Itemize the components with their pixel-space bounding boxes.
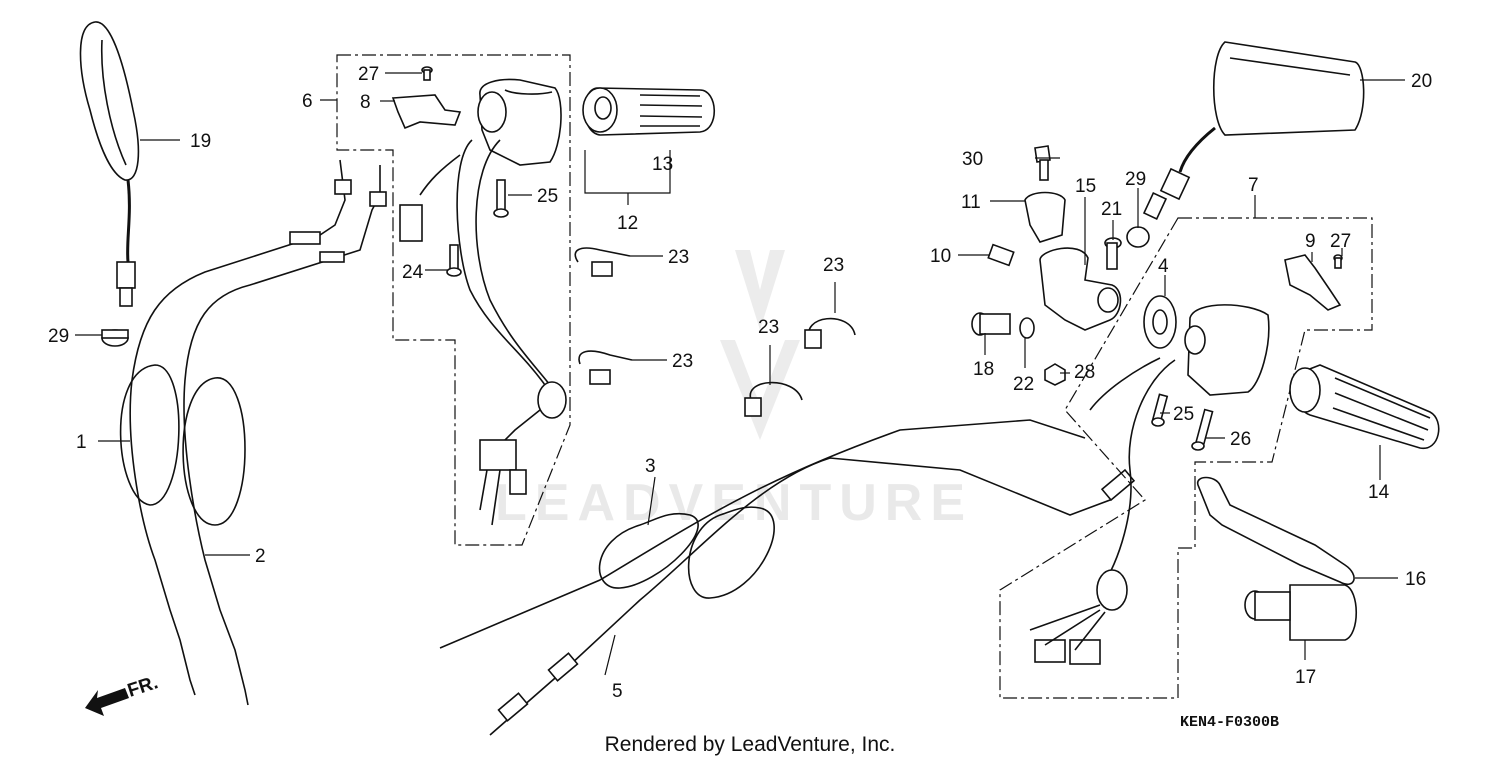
callout-12: 12 (617, 213, 638, 234)
choke-cable-3[interactable] (439, 419, 1086, 649)
diagram-code: KEN4-F0300B (1180, 714, 1280, 731)
footer-credit: Rendered by LeadVenture, Inc. (604, 733, 896, 756)
callout-27-right: 27 (1330, 231, 1351, 252)
screw-26[interactable] (1191, 408, 1214, 451)
callout-25-right: 25 (1173, 404, 1194, 425)
callout-15: 15 (1075, 176, 1096, 197)
callout-11: 11 (961, 192, 981, 213)
callout-28: 28 (1074, 362, 1095, 383)
clutch-switch-10[interactable] (987, 243, 1015, 267)
screw-27-left[interactable] (421, 66, 433, 81)
bracket-9[interactable] (1284, 254, 1342, 311)
throttle-cable-2[interactable] (182, 165, 387, 706)
adjuster-18[interactable] (971, 312, 1011, 336)
callout-5: 5 (612, 681, 623, 702)
screw-25-right[interactable] (1151, 393, 1169, 427)
callout-2: 2 (255, 546, 266, 567)
throttle-cable-1[interactable] (119, 159, 352, 696)
front-direction-label: FR. (125, 672, 161, 701)
callout-18: 18 (973, 359, 994, 380)
callout-8: 8 (360, 92, 371, 113)
right-nut[interactable] (1126, 226, 1150, 248)
left-mirror[interactable] (79, 21, 140, 307)
callout-21: 21 (1101, 199, 1122, 220)
callout-30: 30 (962, 149, 983, 170)
front-direction-arrow: FR. (85, 672, 161, 716)
bracket-8[interactable] (391, 94, 462, 130)
callout-14: 14 (1368, 482, 1390, 503)
callout-1: 1 (76, 432, 87, 453)
callout-22: 22 (1013, 374, 1034, 395)
cable-clamp-23d[interactable] (744, 381, 803, 417)
callout-29-right: 29 (1125, 169, 1146, 190)
leader-lines (75, 72, 1405, 676)
callout-4: 4 (1158, 256, 1169, 277)
left-nut[interactable] (101, 329, 129, 347)
right-handlebar-switch[interactable] (1029, 304, 1270, 665)
cable-clamp-23a[interactable] (574, 247, 631, 277)
lever-holder-11[interactable] (1024, 191, 1066, 243)
watermark-text: LEADVENTURE (495, 474, 973, 532)
clutch-lever-16[interactable] (1197, 476, 1355, 585)
left-grip-14[interactable] (1289, 364, 1440, 449)
callout-24: 24 (402, 262, 424, 283)
callout-26: 26 (1230, 429, 1251, 450)
left-handlebar-switch[interactable] (399, 78, 567, 526)
callout-20: 20 (1411, 71, 1432, 92)
grip-sleeve-17[interactable] (1244, 584, 1357, 641)
screw-25-left[interactable] (493, 179, 509, 218)
callout-27-left: 27 (358, 64, 379, 85)
bolt-30[interactable] (1034, 145, 1051, 181)
clutch-cable-5[interactable] (489, 457, 1136, 736)
callout-23-a: 23 (668, 247, 689, 268)
callout-25-left: 25 (537, 186, 558, 207)
callout-10: 10 (930, 246, 951, 267)
bolt-21[interactable] (1104, 237, 1122, 270)
callout-23-c: 23 (823, 255, 844, 276)
right-switch-group-outline (999, 217, 1373, 699)
cable-clamp-23b[interactable] (578, 350, 633, 385)
washer-22[interactable] (1019, 317, 1035, 339)
callout-29-left: 29 (48, 326, 69, 347)
throttle-drum-4[interactable] (1143, 295, 1177, 349)
throttle-grip[interactable] (582, 87, 715, 136)
watermark: LEADVENTURE (495, 250, 973, 532)
callouts: 19 29 1 2 6 27 8 25 24 13 12 23 23 23 23… (48, 64, 1432, 702)
screw-24[interactable] (446, 244, 462, 277)
callout-7: 7 (1248, 175, 1259, 196)
callout-9: 9 (1305, 231, 1316, 252)
callout-23-d: 23 (758, 317, 779, 338)
nut-28[interactable] (1044, 363, 1066, 386)
callout-16: 16 (1405, 569, 1426, 590)
right-mirror[interactable] (1142, 41, 1365, 220)
cable-clamp-23c[interactable] (804, 317, 856, 349)
callout-13: 13 (652, 154, 673, 175)
callout-6: 6 (302, 91, 313, 112)
lever-bracket-15[interactable] (1039, 247, 1122, 331)
screw-27-right[interactable] (1333, 254, 1343, 269)
left-switch-group-outline (336, 54, 571, 546)
callout-23-b: 23 (672, 351, 693, 372)
callout-3: 3 (645, 456, 656, 477)
callout-19: 19 (190, 131, 211, 152)
callout-17: 17 (1295, 667, 1316, 688)
